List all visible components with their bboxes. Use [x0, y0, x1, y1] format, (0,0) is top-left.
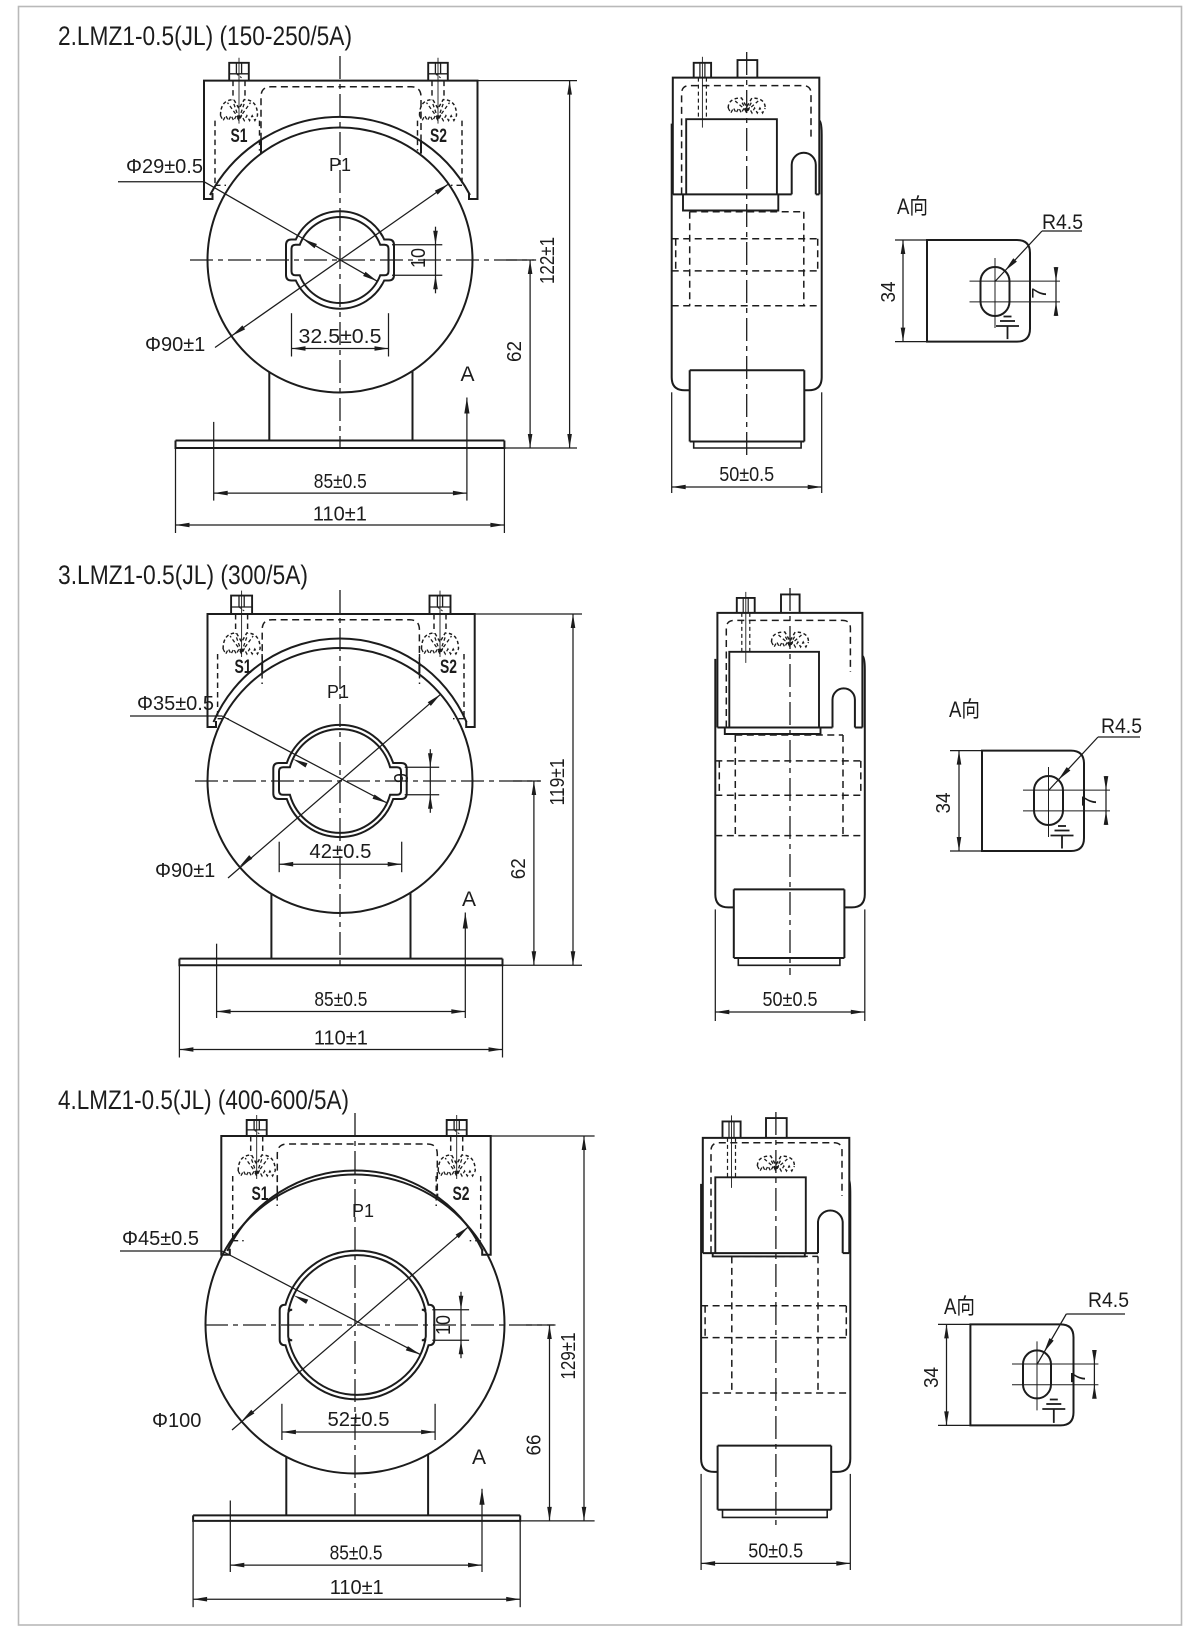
svg-text:S1: S1 [252, 1184, 269, 1205]
svg-text:S2: S2 [453, 1184, 470, 1205]
svg-text:Φ100: Φ100 [152, 1410, 201, 1432]
svg-text:Φ90±1: Φ90±1 [155, 860, 215, 882]
svg-text:7: 7 [1029, 287, 1051, 298]
svg-text:62: 62 [508, 858, 530, 879]
svg-text:119±1: 119±1 [547, 759, 569, 806]
svg-text:A向: A向 [944, 1294, 975, 1319]
svg-text:Φ35±0.5: Φ35±0.5 [137, 693, 214, 715]
svg-text:85±0.5: 85±0.5 [314, 471, 367, 493]
svg-text:7: 7 [1068, 1372, 1090, 1383]
svg-text:A: A [462, 888, 476, 911]
svg-text:R4.5: R4.5 [1101, 715, 1142, 738]
svg-text:P1: P1 [327, 682, 349, 702]
svg-text:50±0.5: 50±0.5 [719, 464, 774, 486]
svg-text:S1: S1 [231, 126, 248, 147]
svg-text:S2: S2 [430, 126, 447, 147]
svg-text:34: 34 [921, 1367, 943, 1388]
svg-text:110±1: 110±1 [314, 1028, 368, 1050]
svg-text:10: 10 [433, 1315, 455, 1335]
svg-text:P1: P1 [352, 1201, 374, 1221]
svg-text:S1: S1 [235, 657, 252, 678]
svg-text:10: 10 [408, 248, 430, 268]
svg-text:66: 66 [524, 1435, 546, 1456]
svg-text:85±0.5: 85±0.5 [330, 1543, 383, 1565]
svg-text:A向: A向 [949, 697, 980, 722]
svg-text:A向: A向 [897, 194, 928, 219]
svg-text:110±1: 110±1 [330, 1577, 384, 1599]
svg-text:50±0.5: 50±0.5 [763, 989, 818, 1011]
svg-text:34: 34 [933, 793, 955, 814]
svg-text:110±1: 110±1 [313, 504, 367, 526]
svg-text:52±0.5: 52±0.5 [328, 1409, 390, 1431]
svg-text:R4.5: R4.5 [1042, 211, 1083, 234]
svg-text:9: 9 [391, 773, 413, 783]
svg-text:34: 34 [878, 282, 900, 303]
svg-text:Φ29±0.5: Φ29±0.5 [126, 156, 203, 178]
svg-text:R4.5: R4.5 [1088, 1289, 1129, 1312]
svg-text:129±1: 129±1 [558, 1333, 580, 1380]
svg-text:A: A [472, 1446, 486, 1469]
svg-text:2.LMZ1-0.5(JL) (150-250/5A): 2.LMZ1-0.5(JL) (150-250/5A) [58, 21, 352, 51]
svg-text:A: A [460, 363, 474, 386]
svg-text:4.LMZ1-0.5(JL) (400-600/5A): 4.LMZ1-0.5(JL) (400-600/5A) [58, 1085, 349, 1115]
svg-text:62: 62 [504, 341, 526, 362]
svg-text:32.5±0.5: 32.5±0.5 [299, 326, 382, 348]
svg-text:7: 7 [1079, 795, 1101, 806]
svg-text:85±0.5: 85±0.5 [314, 989, 367, 1011]
svg-text:S2: S2 [440, 657, 457, 678]
svg-text:Φ90±1: Φ90±1 [145, 334, 205, 356]
svg-text:3.LMZ1-0.5(JL) (300/5A): 3.LMZ1-0.5(JL) (300/5A) [58, 560, 308, 590]
svg-text:42±0.5: 42±0.5 [309, 841, 371, 863]
svg-text:122±1: 122±1 [537, 237, 559, 284]
svg-text:Φ45±0.5: Φ45±0.5 [122, 1228, 199, 1250]
svg-text:50±0.5: 50±0.5 [748, 1541, 803, 1563]
